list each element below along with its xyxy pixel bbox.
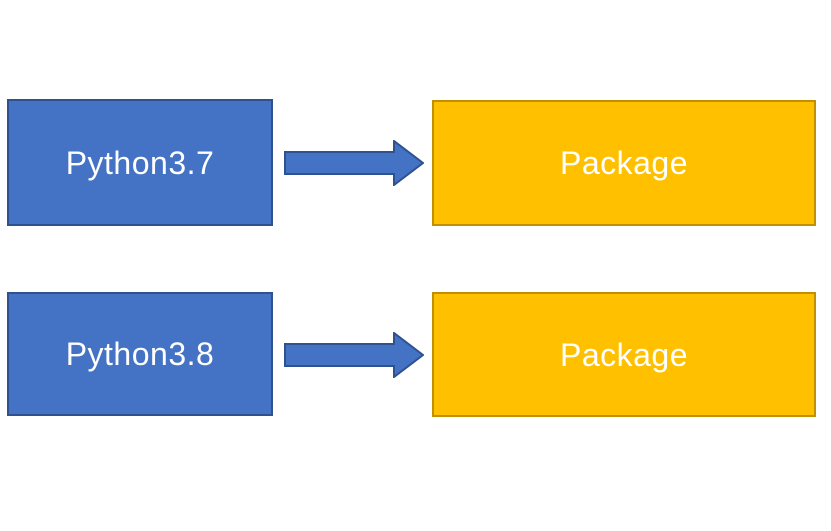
package-label-bottom: Package bbox=[559, 336, 689, 373]
python38-label: Python3.8 bbox=[65, 336, 215, 372]
right-arrow-shape bbox=[284, 332, 424, 378]
right-arrow-icon bbox=[284, 332, 424, 378]
python37-node: Python3.7 bbox=[7, 99, 273, 226]
right-arrow-icon bbox=[284, 140, 424, 186]
package-node-top: Package bbox=[432, 100, 816, 226]
package-label-top: Package bbox=[559, 145, 689, 181]
python38-node: Python3.8 bbox=[7, 292, 273, 416]
package-node-bottom: Package bbox=[432, 292, 816, 417]
right-arrow-shape bbox=[284, 140, 424, 186]
python37-label: Python3.7 bbox=[65, 144, 215, 181]
